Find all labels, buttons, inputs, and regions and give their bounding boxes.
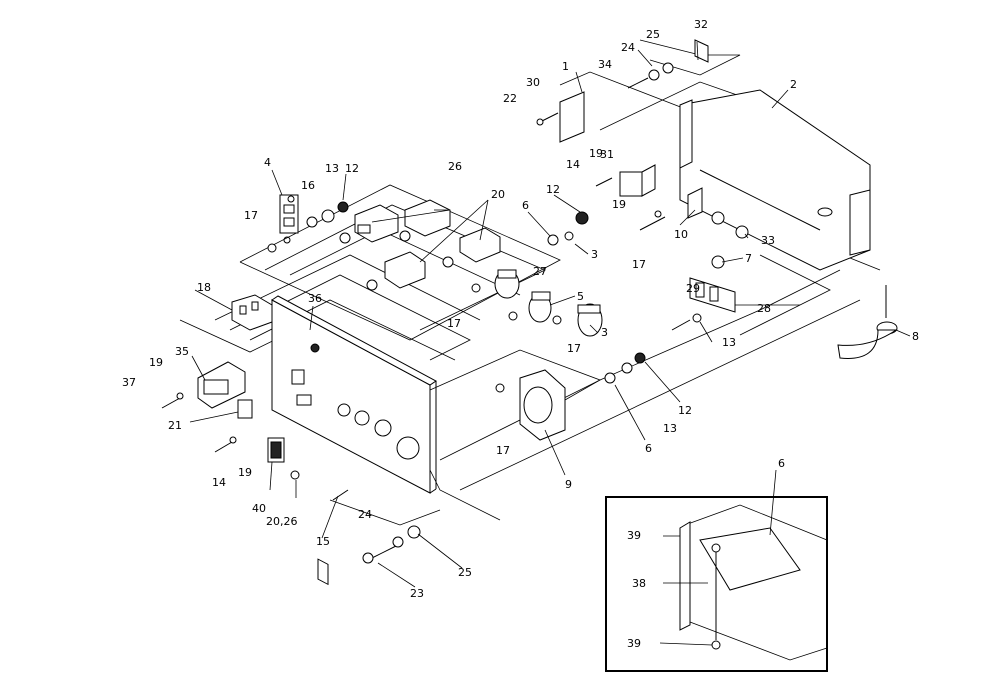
switch-21	[237, 399, 253, 419]
clamp-10-33-7	[595, 177, 749, 269]
callout-20: 20	[491, 188, 505, 201]
callout-9: 9	[565, 478, 572, 491]
callout-19-b: 19	[612, 198, 626, 211]
terminal-strip-28	[671, 277, 736, 331]
callout-22: 22	[503, 92, 517, 105]
callout-1: 1	[562, 60, 569, 73]
inset-detail-box	[605, 496, 828, 672]
callout-34: 34	[598, 58, 612, 71]
callout-13-left: 13	[325, 162, 339, 175]
callout-23: 23	[410, 587, 424, 600]
callout-6-upper: 6	[522, 199, 529, 212]
callout-33: 33	[761, 234, 775, 247]
callout-7: 7	[745, 252, 752, 265]
elbow-pipe-8	[837, 285, 898, 359]
callout-24-lower: 24	[358, 508, 372, 521]
callout-39-upper: 39	[627, 529, 641, 542]
connector-31	[619, 164, 656, 197]
callout-29: 29	[686, 282, 700, 295]
callout-31: 31	[600, 148, 614, 161]
callout-36: 36	[308, 292, 322, 305]
outlet-block-18	[231, 294, 273, 331]
callout-13-lower: 13	[663, 422, 677, 435]
bracket-32-group	[627, 39, 709, 89]
callout-8: 8	[912, 330, 919, 343]
callout-3-lower: 3	[601, 326, 608, 339]
callout-30: 30	[526, 76, 540, 89]
control-panel	[271, 295, 437, 586]
callout-32: 32	[694, 18, 708, 31]
callout-19-c: 19	[149, 356, 163, 369]
callout-35: 35	[175, 345, 189, 358]
receptacle-3	[547, 211, 603, 337]
receptacle-9	[495, 352, 646, 441]
washer-nut-group-16-13-12	[267, 201, 349, 253]
breaker-26	[339, 199, 451, 244]
callout-37: 37	[122, 376, 136, 389]
callout-12-lower: 12	[678, 404, 692, 417]
callout-6-inset: 6	[778, 457, 785, 470]
callout-10: 10	[674, 228, 688, 241]
callout-25-lower: 25	[458, 566, 472, 579]
switch-40	[267, 437, 285, 463]
callout-14-upper: 14	[566, 158, 580, 171]
callout-17-d: 17	[567, 342, 581, 355]
callout-19-a: 19	[589, 147, 603, 160]
callout-27: 27	[533, 265, 547, 278]
callout-4: 4	[264, 156, 271, 169]
bracket-1-30	[536, 91, 585, 143]
callout-17-c: 17	[447, 317, 461, 330]
callout-19-d: 19	[238, 466, 252, 479]
receptacle-27	[471, 269, 520, 299]
callout-17-a: 17	[244, 209, 258, 222]
breaker-20	[366, 227, 501, 291]
screws-left	[161, 392, 349, 501]
callout-20-26: 20,26	[266, 515, 298, 528]
callout-6-lower: 6	[645, 442, 652, 455]
callout-26: 26	[448, 160, 462, 173]
callout-18: 18	[197, 281, 211, 294]
receptacle-5	[508, 291, 552, 323]
callout-2: 2	[790, 78, 797, 91]
callout-12-center: 12	[546, 183, 560, 196]
callout-13-right: 13	[722, 336, 736, 349]
callout-14-lower: 14	[212, 476, 226, 489]
callout-38: 38	[632, 577, 646, 590]
callout-leaders	[189, 41, 911, 646]
bolt-23-group	[362, 525, 421, 564]
callout-3-upper: 3	[591, 248, 598, 261]
callout-25-upper: 25	[646, 28, 660, 41]
callout-24-upper: 24	[621, 41, 635, 54]
callout-39-lower: 39	[627, 637, 641, 650]
callout-16: 16	[301, 179, 315, 192]
callout-17-b: 17	[632, 258, 646, 271]
callout-28: 28	[757, 302, 771, 315]
callout-labels: 1 2 3 3 4 5 6 6 6 7 8 9 10 12 12 12 13 1…	[122, 18, 919, 650]
callout-15: 15	[316, 535, 330, 548]
callout-21: 21	[168, 419, 182, 432]
meter-35	[197, 361, 246, 409]
terminal-block-4	[279, 194, 299, 244]
callout-5: 5	[577, 290, 584, 303]
callout-17-e: 17	[496, 444, 510, 457]
callout-40: 40	[252, 502, 266, 515]
engine-frame-2	[679, 89, 871, 271]
callout-12-left: 12	[345, 162, 359, 175]
